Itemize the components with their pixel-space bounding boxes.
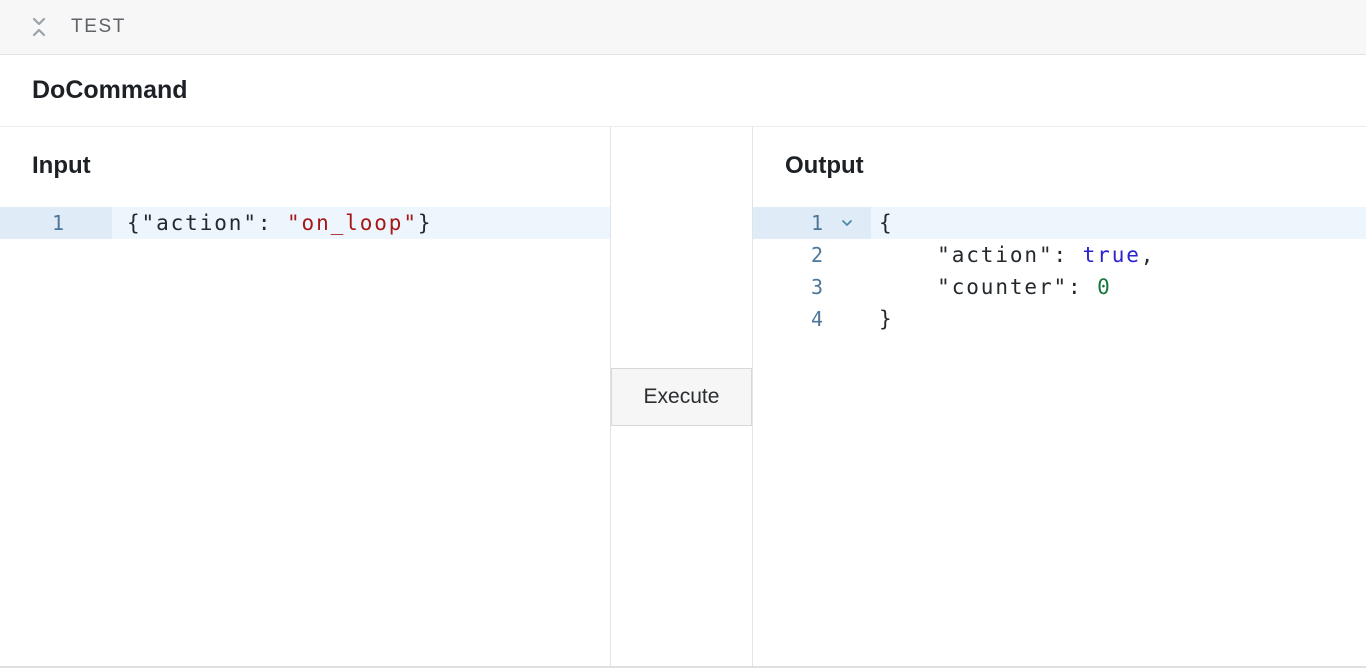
editor-line[interactable]: 1 {"action": "on_loop"} (0, 207, 610, 239)
input-title: Input (32, 152, 91, 179)
input-panel: Input 1 {"action": "on_loop"} (0, 127, 610, 666)
line-gutter: 1 (0, 207, 112, 239)
line-number: 4 (810, 307, 823, 331)
line-number: 1 (51, 211, 64, 235)
code-token-plain: } (879, 307, 894, 331)
test-title: TEST (71, 16, 126, 37)
code-token-plain: { (879, 211, 894, 235)
line-number: 1 (810, 211, 823, 235)
middle-column: Execute (610, 127, 753, 666)
main-area: Input 1{"action": "on_loop"} Execute Out… (0, 127, 1366, 668)
execute-button[interactable]: Execute (611, 367, 752, 426)
collapse-button[interactable] (28, 15, 50, 39)
editor-line[interactable]: 4} (753, 303, 1366, 335)
code-token-plain: , (1140, 243, 1156, 267)
line-number: 3 (810, 275, 823, 299)
output-title: Output (785, 152, 864, 179)
command-title: DoCommand (32, 76, 188, 104)
input-editor[interactable]: 1 {"action": "on_loop"} (0, 207, 610, 239)
editor-line[interactable]: 3 "counter": 0 (753, 271, 1366, 303)
editor-line[interactable]: 1{ (753, 207, 1366, 239)
line-number: 2 (810, 243, 823, 267)
code-token-plain: } (417, 211, 433, 235)
fold-chevron-icon[interactable] (823, 215, 871, 231)
line-gutter: 4 (753, 303, 871, 335)
code-line: {"action": "on_loop"} (112, 211, 432, 235)
code-token-plain: "action": (879, 243, 1083, 267)
editor-line[interactable]: 2 "action": true, (753, 239, 1366, 271)
code-line: "action": true, (871, 243, 1155, 267)
code-token-plain: {"action": (127, 211, 287, 235)
code-token-plain: "counter": (879, 275, 1098, 299)
topbar: TEST (0, 0, 1366, 55)
code-line: "counter": 0 (871, 275, 1112, 299)
command-header: DoCommand (0, 55, 1366, 127)
code-token-atom: true (1082, 243, 1141, 267)
code-line: } (871, 307, 894, 331)
code-line: { (871, 211, 894, 235)
output-panel: Output 1{2 "action": true,3 "counter": 0… (753, 127, 1366, 666)
code-token-number: 0 (1097, 275, 1112, 299)
line-gutter: 3 (753, 271, 871, 303)
collapse-vertical-icon (29, 16, 49, 38)
line-gutter: 2 (753, 239, 871, 271)
line-gutter: 1 (753, 207, 871, 239)
code-token-string: "on_loop" (286, 211, 418, 235)
